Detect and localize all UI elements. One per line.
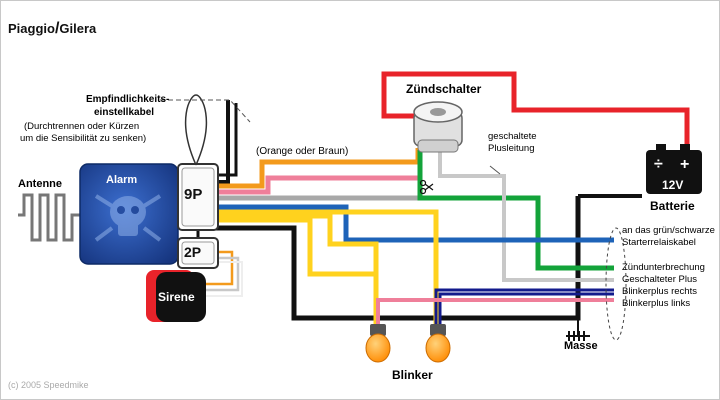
orange-or-brown-label: (Orange oder Braun): [256, 146, 349, 157]
siren-unit: [146, 270, 206, 322]
brand-right: Gilera: [59, 21, 97, 36]
siren-label: Sirene: [158, 290, 195, 304]
sensitivity-note-line2: um die Sensibilität zu senken): [20, 133, 147, 144]
sensitivity-pointer: [160, 99, 251, 123]
sensitivity-title-line2: einstellkabel: [94, 107, 155, 118]
connector-9p-label: 9P: [184, 186, 203, 203]
switched-plus-out-label: Geschalteter Plus: [622, 274, 697, 285]
ignition-switch: [413, 101, 463, 153]
indicator-left-label: Blinkerplus links: [622, 298, 691, 309]
wire-yellow-low: [217, 217, 376, 277]
antenna-coil: [18, 193, 82, 242]
starter-relay-line2: Starterrelaiskabel: [622, 237, 696, 248]
battery-minus-label: ÷: [654, 156, 663, 173]
wire-siren-white: [200, 261, 243, 297]
ignition-cut-label: Zündunterbrechung: [622, 262, 705, 273]
switched-plus-line2: Plusleitung: [488, 143, 535, 154]
wire-pink: [217, 175, 418, 195]
battery-plus-label: +: [680, 156, 690, 173]
brand-title: Piaggio/Gilera: [8, 20, 96, 38]
sensitivity-note-line1: (Durchtrennen oder Kürzen: [24, 121, 140, 132]
wire-sensitivity-black: [217, 103, 238, 177]
indicators-label: Blinker: [392, 368, 433, 382]
skull-icon: [94, 194, 162, 242]
brand-separator: /: [54, 20, 60, 37]
wire-yellow-mid: [217, 213, 379, 324]
wire-black-top: [217, 100, 230, 184]
starter-relay-line1: an das grün/schwarze: [622, 225, 715, 236]
wire-yellow-right: [217, 209, 439, 324]
wire-ground-black: [207, 196, 581, 321]
connector-2p-label: 2P: [184, 244, 202, 260]
cable-group-ellipse: [605, 227, 627, 341]
wire-siren-gray: [200, 256, 240, 292]
wire-battery-plus-red: [381, 71, 690, 158]
antenna-label: Antenne: [18, 178, 62, 190]
wire-siren-orange: [200, 250, 234, 286]
indicator-right-label: Blinkerplus rechts: [622, 286, 697, 297]
scissors-icon: [419, 179, 434, 195]
copyright-label: (c) 2005 Speedmike: [8, 380, 89, 390]
ignition-switch-label: Zündschalter: [406, 82, 482, 96]
battery: [646, 144, 702, 194]
battery-label: Batterie: [650, 199, 695, 213]
switched-plus-line1: geschaltete: [488, 131, 537, 142]
ground-symbol: [566, 318, 590, 341]
blinker-bulb-right: [425, 324, 451, 363]
alarm-label: Alarm: [106, 174, 138, 186]
wire-switched-plus: [438, 150, 614, 282]
brand-left: Piaggio: [8, 21, 55, 36]
wire-pink-left: [376, 298, 614, 326]
wire-navy-right-2: [438, 292, 614, 326]
blinker-bulb-left: [365, 324, 391, 363]
ground-label: Masse: [564, 340, 598, 352]
sensitivity-title-line1: Empfindlichkeits-: [86, 94, 170, 105]
wire-green-ignition-cut: [417, 150, 614, 271]
battery-voltage-label: 12V: [662, 178, 684, 192]
switched-plus-pointer: [489, 165, 501, 175]
sensitivity-loop: [184, 94, 208, 166]
wire-navy-right: [434, 288, 614, 326]
wire-blue-starter: [217, 204, 614, 243]
